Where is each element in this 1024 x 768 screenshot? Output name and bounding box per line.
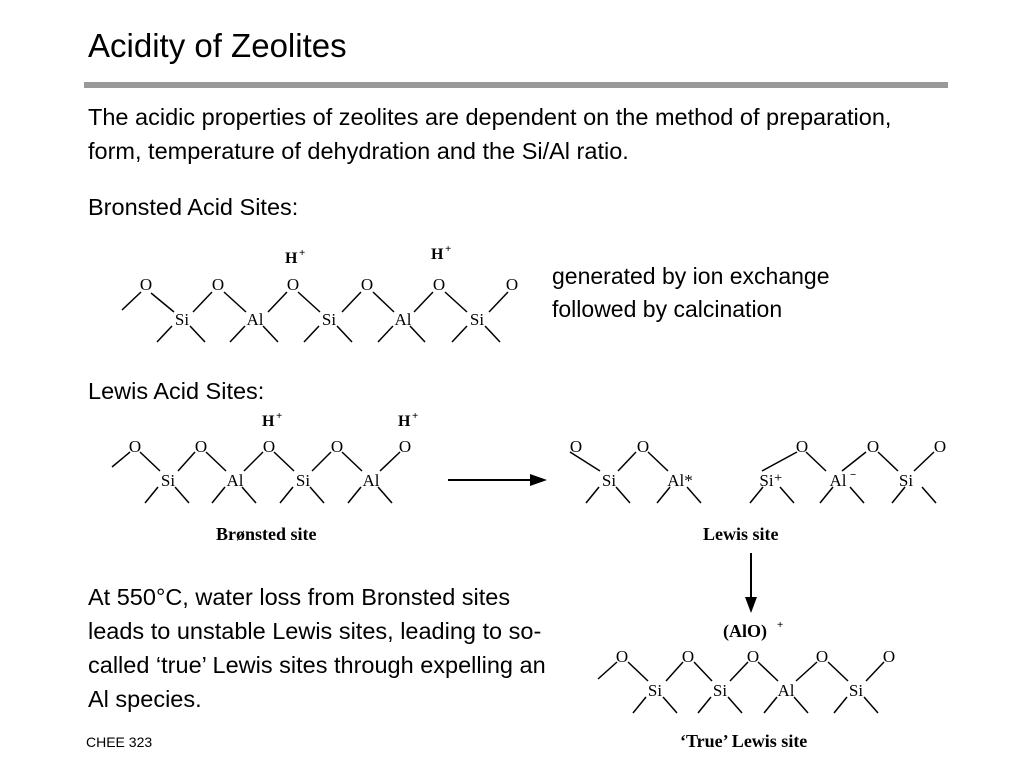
oxygen-atom-label: O xyxy=(747,647,759,666)
proton-label: H xyxy=(398,413,411,430)
silicon-atom-label: Si xyxy=(713,681,727,700)
oxygen-atom-label: O xyxy=(616,647,628,666)
proton-label: H xyxy=(285,250,298,267)
lewis-site-structure: O O O O O Si Al* Si⁺ Al − Si Lewis site xyxy=(569,437,946,544)
oxygen-atom-label: O xyxy=(433,275,445,294)
title-divider xyxy=(84,82,948,88)
bronsted-site-caption: Brønsted site xyxy=(216,524,317,544)
oxygen-atom-label: O xyxy=(637,437,649,456)
footer-course-code: CHEE 323 xyxy=(86,734,153,750)
silicon-atom-label: Si xyxy=(648,681,662,700)
ion-exchange-note: generated by ion exchange followed by ca… xyxy=(552,260,932,326)
oxygen-atom-label: O xyxy=(263,437,275,456)
water-loss-note: At 550°C, water loss from Bronsted sites… xyxy=(88,584,546,712)
bronsted-heading: Bronsted Acid Sites: xyxy=(88,194,299,220)
bronsted-site-structure: O O O O O Si Al Si Al H + H + Brønsted s… xyxy=(111,410,418,544)
down-arrow xyxy=(745,553,757,613)
proton-label: H xyxy=(262,413,275,430)
silicon-atom-label: Si xyxy=(161,471,175,490)
silicon-atom-label: Si xyxy=(175,310,189,329)
oxygen-atom-label: O xyxy=(399,437,411,456)
true-lewis-site-caption: ‘True’ Lewis site xyxy=(680,731,807,751)
proton-charge: + xyxy=(445,243,451,255)
silicon-atom-label: Si xyxy=(296,471,310,490)
silicon-atom-label: Si xyxy=(602,471,616,490)
aluminum-charge: − xyxy=(850,469,856,481)
proton-charge: + xyxy=(276,410,282,422)
oxygen-atom-label: O xyxy=(331,437,343,456)
silicon-atom-label: Si xyxy=(470,310,484,329)
oxygen-atom-label: O xyxy=(140,275,152,294)
page-title: Acidity of Zeolites xyxy=(88,27,347,64)
oxygen-atom-label: O xyxy=(195,437,207,456)
oxygen-atom-label: O xyxy=(212,275,224,294)
aluminum-atom-label: Al xyxy=(778,681,795,700)
intro-paragraph: The acidic properties of zeolites are de… xyxy=(88,104,892,164)
aluminum-atom-label: Al xyxy=(227,471,244,490)
aluminum-atom-label: Al xyxy=(830,471,847,490)
oxygen-atom-label: O xyxy=(796,437,808,456)
silicon-atom-label: Si xyxy=(322,310,336,329)
oxygen-atom-label: O xyxy=(570,437,582,456)
oxygen-atom-label: O xyxy=(361,275,373,294)
lewis-heading: Lewis Acid Sites: xyxy=(88,378,265,404)
proton-charge: + xyxy=(299,247,305,259)
aluminum-star-label: Al* xyxy=(667,471,693,490)
bronsted-structure-diagram: O O O O O O Si Al Si Al Si H + H + xyxy=(121,243,518,343)
oxygen-atom-label: O xyxy=(934,437,946,456)
reaction-arrow xyxy=(448,474,547,486)
oxygen-atom-label: O xyxy=(816,647,828,666)
silicon-atom-label: Si xyxy=(899,471,913,490)
aluminum-atom-label: Al xyxy=(363,471,380,490)
alo-species-charge: + xyxy=(777,619,783,631)
proton-charge: + xyxy=(412,410,418,422)
oxygen-atom-label: O xyxy=(867,437,879,456)
oxygen-atom-label: O xyxy=(682,647,694,666)
lewis-site-caption: Lewis site xyxy=(703,524,779,544)
oxygen-atom-label: O xyxy=(883,647,895,666)
aluminum-atom-label: Al xyxy=(395,310,412,329)
oxygen-atom-label: O xyxy=(287,275,299,294)
aluminum-atom-label: Al xyxy=(247,310,264,329)
alo-species-label: (AlO) xyxy=(723,621,767,642)
ion-exchange-line-2: followed by calcination xyxy=(552,296,783,322)
oxygen-atom-label: O xyxy=(129,437,141,456)
proton-label: H xyxy=(431,246,444,263)
ion-exchange-line-1: generated by ion exchange xyxy=(552,263,830,289)
silicon-atom-label: Si xyxy=(849,681,863,700)
silicon-cation-label: Si⁺ xyxy=(759,471,782,490)
true-lewis-site-structure: (AlO) + O O O O O Si Si Al Si ‘True’ Lew… xyxy=(597,619,895,751)
oxygen-atom-label: O xyxy=(506,275,518,294)
